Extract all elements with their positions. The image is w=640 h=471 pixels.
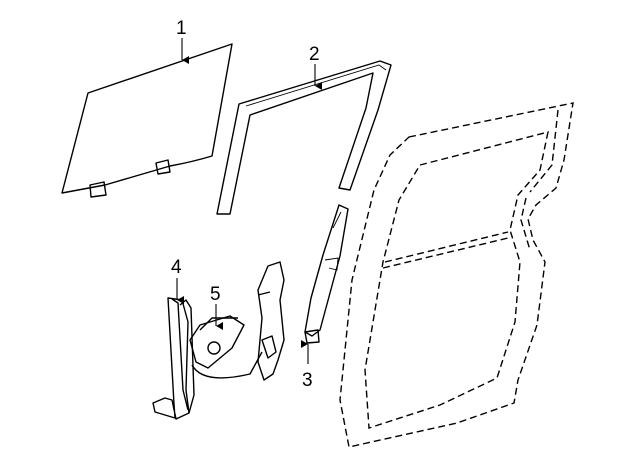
rear-guide-channel-part bbox=[304, 204, 349, 344]
callout-label-3: 3 bbox=[302, 370, 313, 391]
window-regulator-part bbox=[152, 261, 285, 420]
callout-3: 3 bbox=[301, 340, 313, 391]
callout-2: 2 bbox=[309, 44, 322, 90]
door-shell-outline bbox=[339, 102, 574, 448]
callout-1: 1 bbox=[176, 18, 189, 64]
window-glass-part bbox=[61, 43, 233, 198]
callout-label-1: 1 bbox=[176, 18, 187, 39]
callout-label-4: 4 bbox=[171, 257, 182, 278]
callout-label-2: 2 bbox=[309, 44, 320, 65]
callout-4: 4 bbox=[171, 257, 184, 304]
glass-run-channel-part bbox=[216, 60, 392, 215]
callout-5: 5 bbox=[210, 284, 223, 330]
callout-label-5: 5 bbox=[210, 284, 221, 305]
